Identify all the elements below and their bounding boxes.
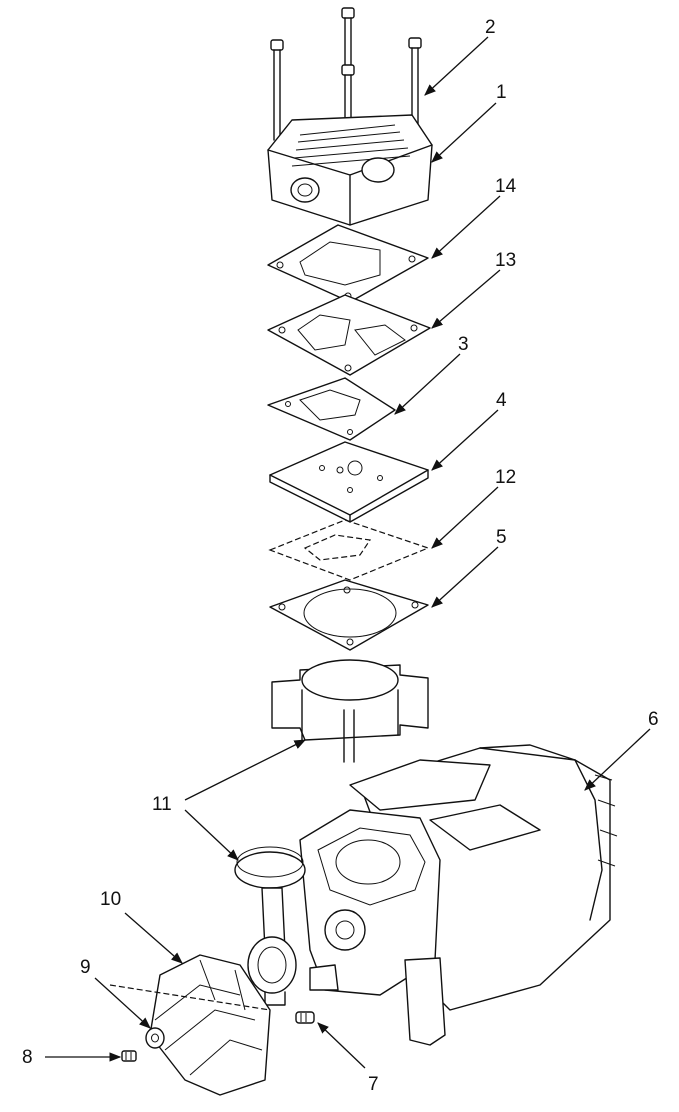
callout-9: 9 [80, 957, 91, 978]
fan-washer [145, 1027, 165, 1049]
crankcase [299, 809, 446, 1046]
head-gasket [267, 224, 429, 303]
valve-plate [269, 441, 429, 523]
cylinder-head [267, 114, 433, 226]
callout-7: 7 [368, 1074, 379, 1095]
cylinder-gasket-dashed [268, 519, 430, 581]
valve-gasket [267, 294, 431, 376]
cylinder-base-gasket [269, 579, 429, 651]
callout-2: 2 [485, 17, 496, 38]
fan-screw [121, 1050, 137, 1062]
callout-6: 6 [648, 709, 659, 730]
callout-14: 14 [495, 176, 517, 197]
callout-11: 11 [152, 794, 172, 815]
cylinder [271, 659, 429, 763]
reed-valve [267, 377, 396, 441]
rod-screw [295, 1011, 315, 1024]
callout-arrows [45, 36, 651, 1069]
piston-connecting-rod [234, 846, 306, 1006]
callout-4: 4 [496, 390, 507, 411]
callout-12: 12 [495, 467, 516, 488]
fan [149, 954, 271, 1096]
callout-1: 1 [496, 82, 507, 103]
head-bolts [270, 7, 422, 176]
callout-3: 3 [458, 334, 469, 355]
callout-10: 10 [100, 889, 121, 910]
callout-5: 5 [496, 527, 507, 548]
callout-13: 13 [495, 250, 516, 271]
callout-labels: 2 1 14 13 3 4 12 5 6 11 10 9 8 7 [22, 17, 659, 1095]
callout-8: 8 [22, 1047, 33, 1068]
